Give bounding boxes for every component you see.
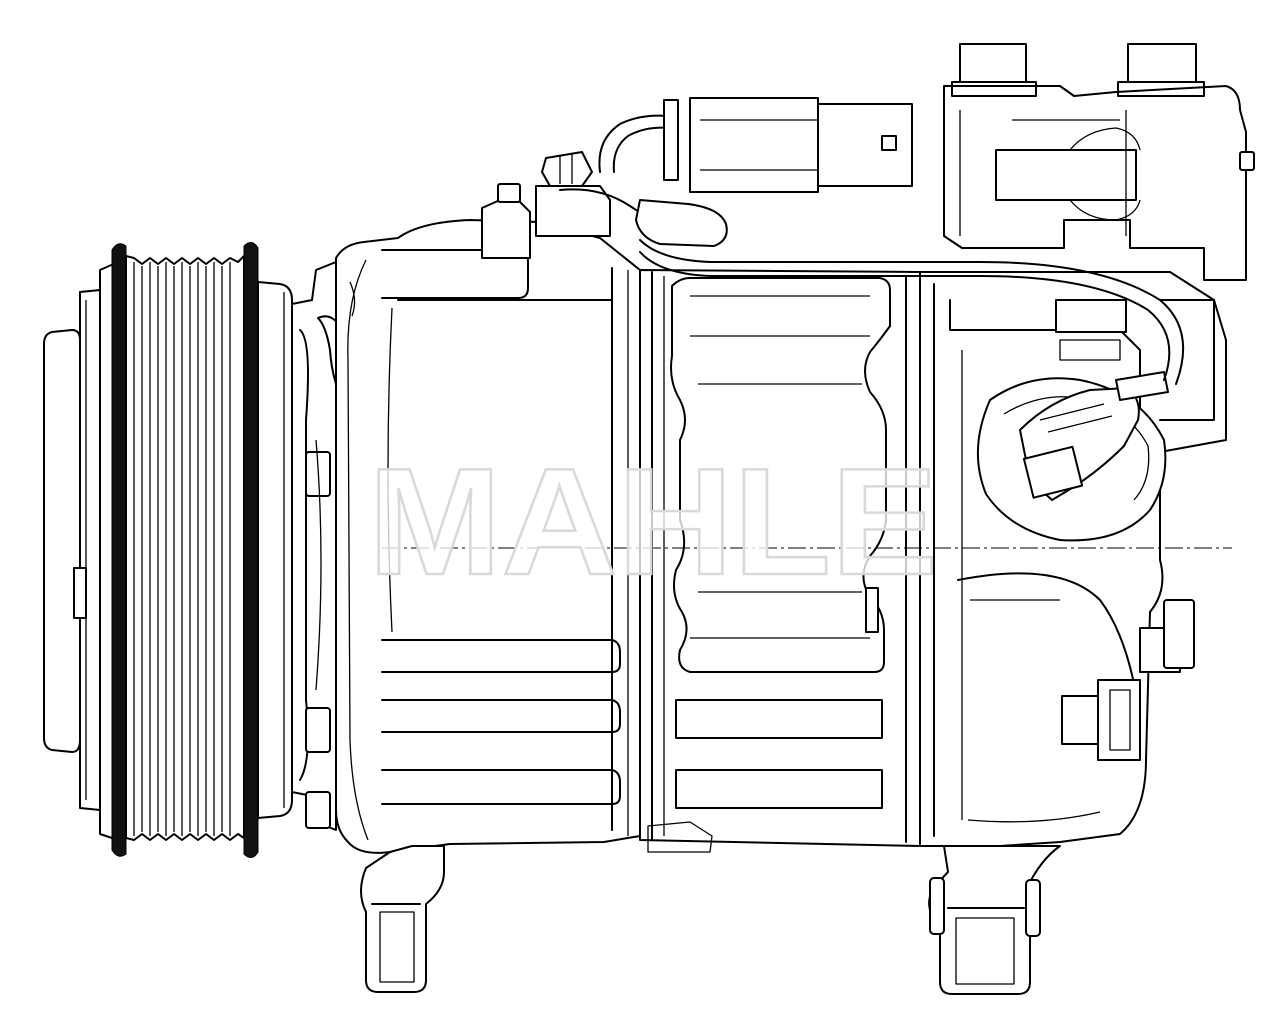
rear-side-bolts: [1061, 599, 1195, 761]
front-mount-foot: [360, 845, 445, 993]
rear-mount-foot: [928, 845, 1061, 995]
rear-housing: [919, 271, 1227, 847]
belt-pulley: [99, 242, 293, 858]
valve-block: [943, 43, 1255, 281]
wire-harness: [559, 97, 1185, 385]
side-connector: [976, 371, 1169, 542]
front-housing: [335, 219, 641, 854]
top-bolt: [481, 151, 611, 259]
clutch-front-plate: [43, 289, 101, 811]
front-flange: [291, 261, 352, 831]
mahle-watermark: MAHLE: [368, 437, 938, 607]
middle-body: [639, 269, 921, 853]
